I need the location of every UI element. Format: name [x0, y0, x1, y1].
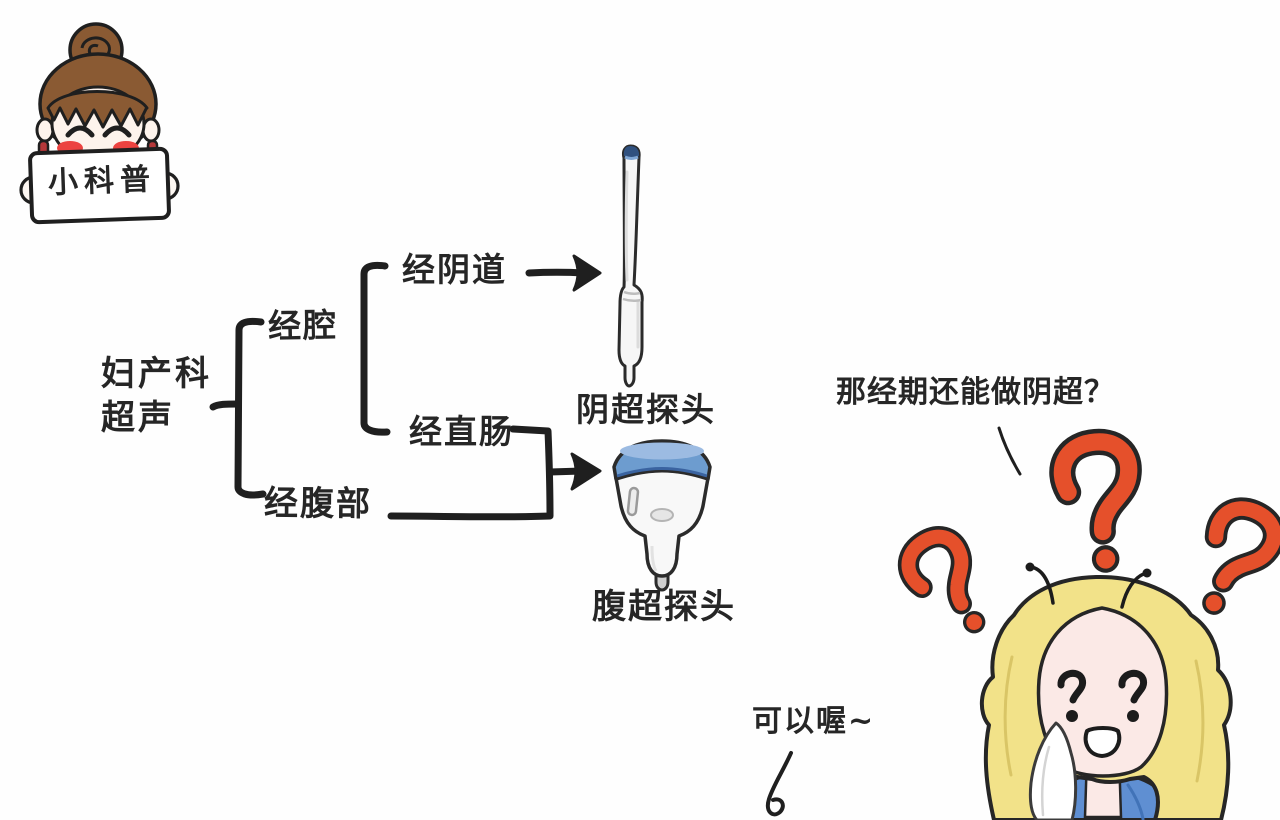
puzzled-girl-illustration	[897, 428, 1280, 820]
root-connector-line	[209, 400, 242, 411]
closed-eye-right	[102, 125, 132, 138]
node-transabdominal-label: 经腹部	[263, 483, 373, 525]
root-label: 妇产科 超声	[101, 352, 212, 440]
vaginal-probe-handle-ridge	[622, 290, 642, 303]
answer-text: 可以喔~	[752, 704, 876, 739]
question-mark-icon-top	[1049, 428, 1142, 573]
abdominal-probe-logo	[650, 508, 674, 522]
vaginal-probe-illustration	[617, 144, 644, 388]
bracket-vaginal-rectal	[360, 261, 391, 436]
antenna-right	[1120, 568, 1152, 609]
vaginal-probe-shading	[624, 170, 640, 349]
hair-bangs	[46, 90, 149, 129]
abdominal-probe-band-top	[620, 442, 704, 460]
antenna-left	[1025, 562, 1055, 605]
abdominal-probe-slit-detail	[626, 486, 640, 517]
abdominal-probe-label: 腹超探头	[592, 587, 736, 627]
sign-board	[28, 146, 171, 225]
tissue	[1028, 721, 1078, 820]
abdominal-probe-body	[614, 468, 710, 578]
root-label-line1: 妇产科	[101, 354, 212, 394]
sign-girl-illustration	[19, 22, 180, 225]
vaginal-probe-tip	[623, 146, 640, 158]
mouth-open	[1083, 726, 1122, 758]
bracket-cavity-abdominal	[234, 317, 267, 499]
sign-text: 小科普	[47, 162, 157, 201]
question-pointer-line	[997, 426, 1022, 476]
hair-strand-left	[1003, 655, 1014, 777]
vaginal-probe-label: 阴超探头	[576, 390, 716, 429]
answer-pointer-squiggle	[766, 751, 793, 817]
node-transcavitary-label: 经腔	[267, 305, 339, 346]
arrow-vaginal-head-icon	[572, 254, 602, 292]
face	[1036, 606, 1169, 778]
node-transrectal-label: 经直肠	[409, 412, 514, 451]
node-transvaginal-label: 经阴道	[402, 250, 507, 289]
question-mark-icon-left	[897, 526, 986, 634]
abdominal-probe-nub	[654, 572, 670, 592]
hair-strand-right	[1194, 659, 1205, 783]
closed-eye-left	[65, 125, 95, 138]
arrow-abdominal-head-icon	[570, 452, 602, 491]
arrow-vaginal-shaft	[525, 268, 588, 277]
question-mark-eye-left	[1057, 669, 1087, 722]
vaginal-probe-tip-highlight	[624, 155, 639, 160]
question-text: 那经期还能做阴超？	[836, 375, 1115, 410]
abdominal-probe-band-rim	[616, 467, 708, 478]
question-mark-icon-right	[1202, 497, 1280, 615]
abdominal-probe-illustration	[612, 439, 712, 592]
root-label-line2: 超声	[101, 398, 175, 439]
abdominal-probe-shading	[650, 545, 658, 572]
vaginal-probe-body	[617, 144, 644, 388]
question-mark-eye-right	[1118, 669, 1148, 722]
rectal-abdominal-junction-line	[387, 425, 554, 521]
